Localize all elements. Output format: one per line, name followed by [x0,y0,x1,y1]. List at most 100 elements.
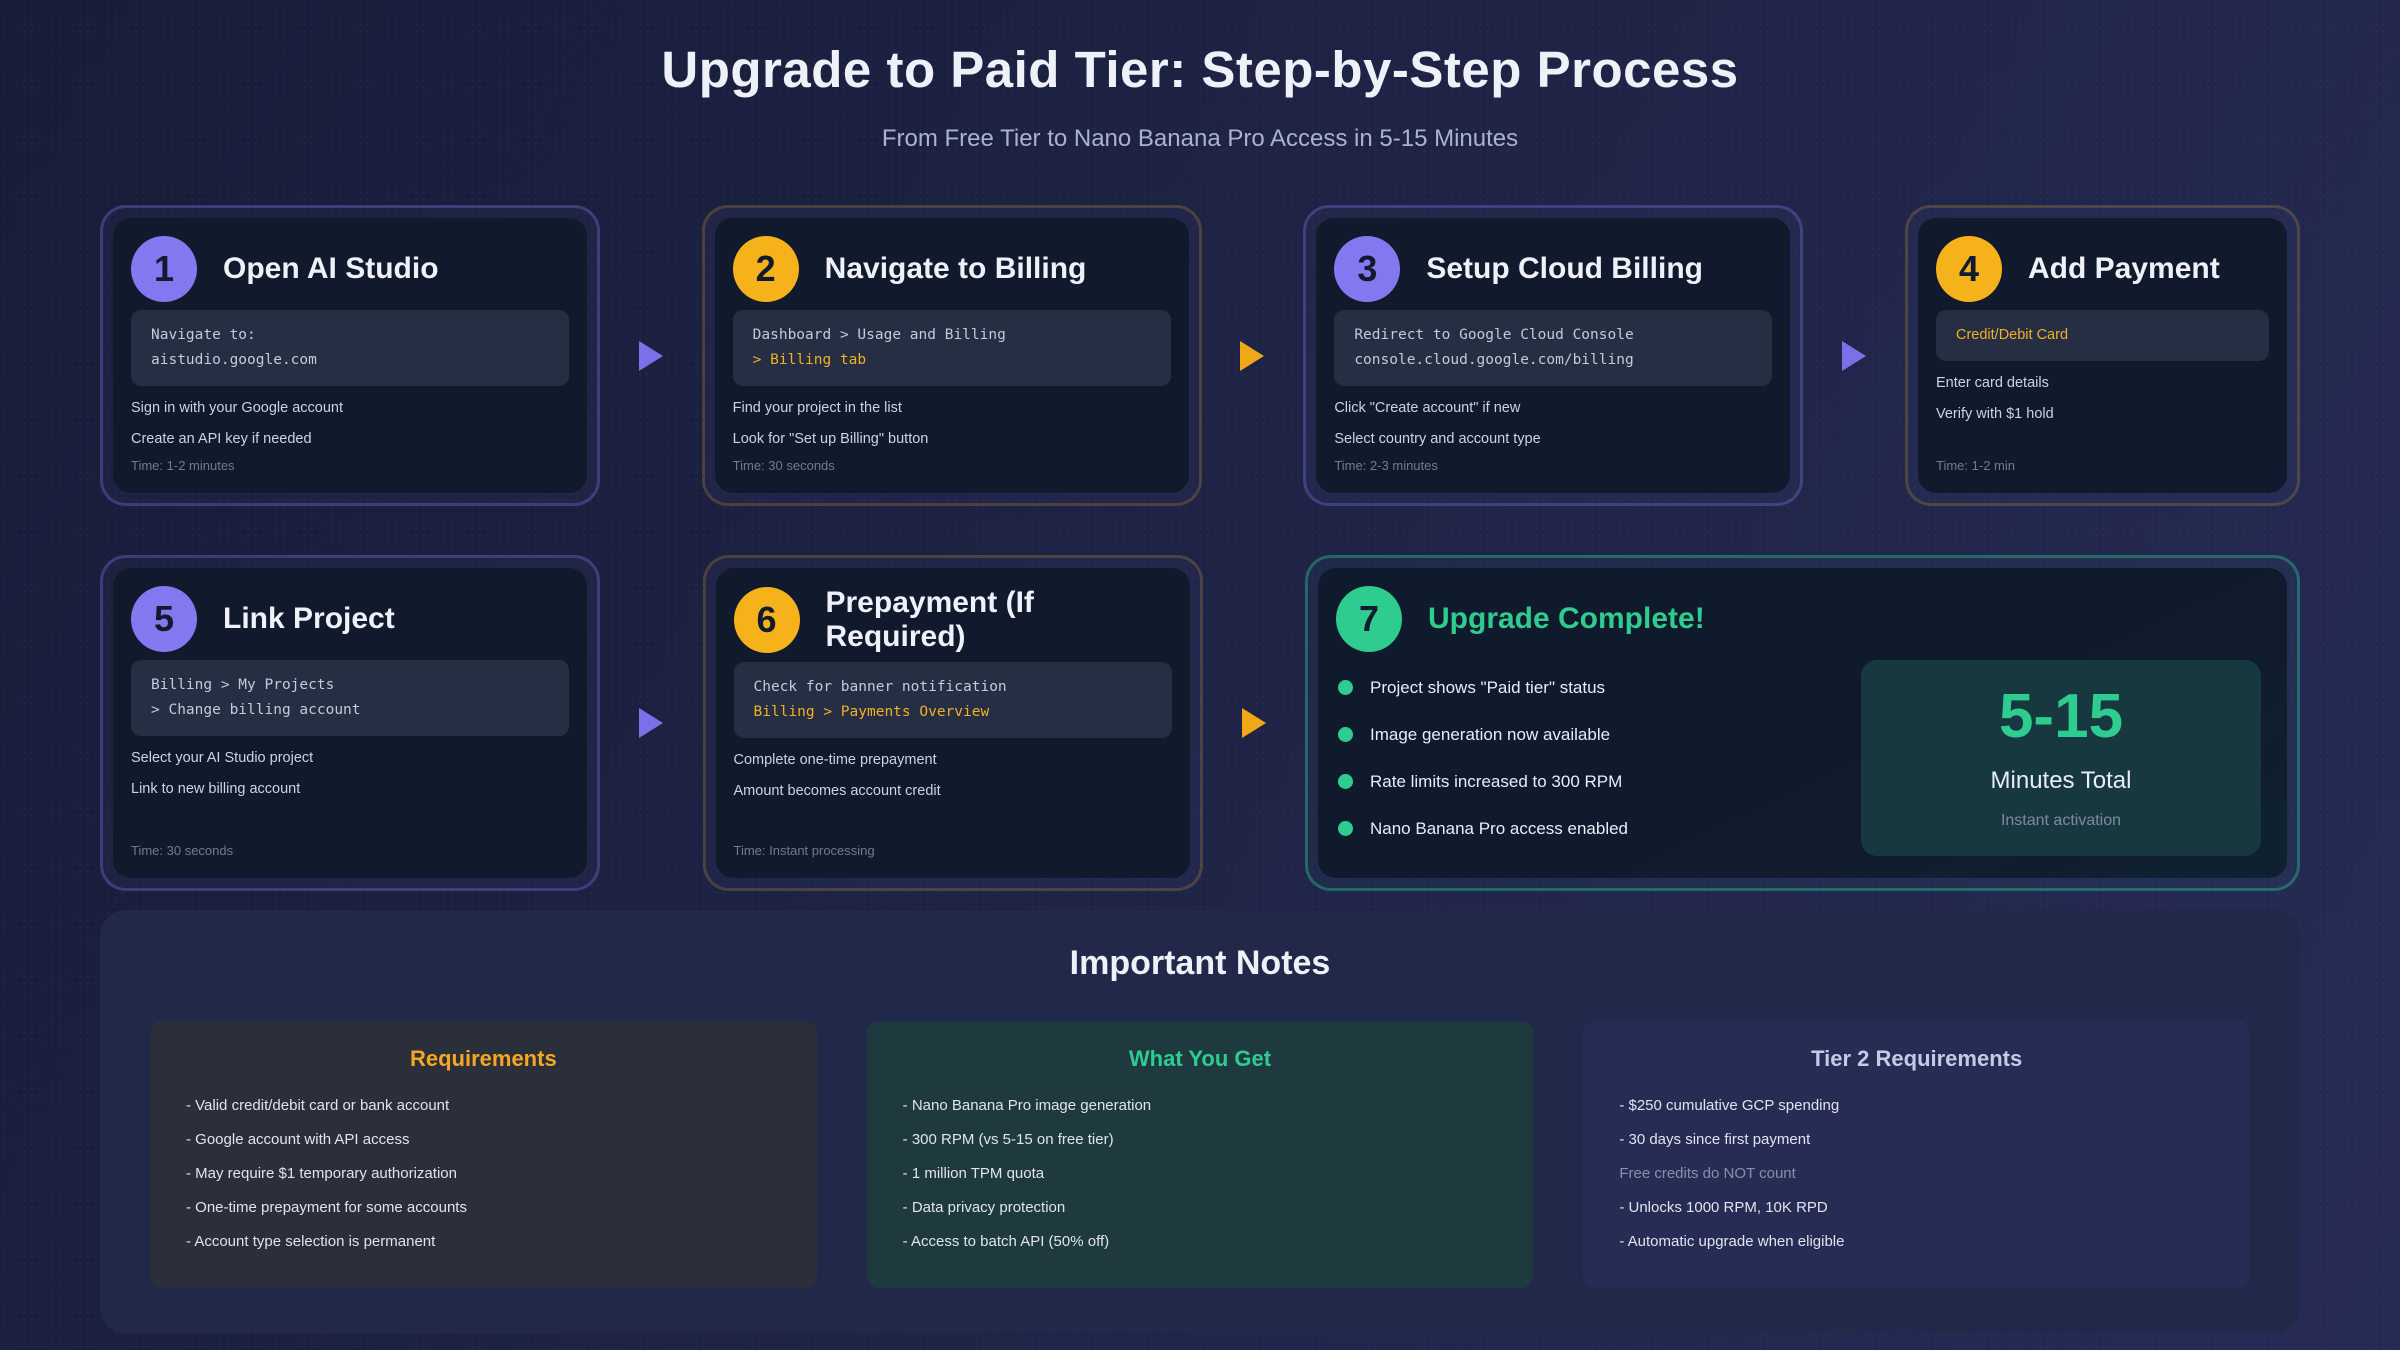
flow-arrow-right-icon [1240,340,1265,371]
step-1-number-badge: 1 [131,236,197,302]
step-4-code-block: Credit/Debit Card [1936,310,2269,361]
total-minutes-value: 5-15 [1998,682,2124,751]
notes-title: Important Notes [1069,944,1331,982]
bullet-dot-icon [1338,821,1353,837]
note-item: - Data privacy protection [902,1199,1066,1216]
arrow-cell [600,205,702,506]
flow-arrow-right-icon [638,340,663,371]
notes-card-what-you-get: What You Get - Nano Banana Pro image gen… [866,1021,1534,1288]
step-7-number: 7 [1358,598,1380,639]
notes-card-heading: Requirements [409,1046,557,1071]
bullet-dot-icon [1338,727,1353,743]
step-1-detail: Create an API key if needed [131,431,312,447]
step-5-number-badge: 5 [131,586,197,652]
arrow-cell [1803,205,1905,506]
step-4-header: 4 Add Payment [1936,236,2269,302]
total-minutes-label: Minutes Total [1990,767,2132,795]
flow-arrow-right-icon [1842,340,1867,371]
step-1-time: Time: 1-2 minutes [131,458,235,473]
step-4-number-badge: 4 [1936,236,2002,302]
page-title: Upgrade to Paid Tier: Step-by-Step Proce… [661,41,1739,98]
step-3-number-badge: 3 [1334,236,1401,302]
step-5-header: 5 Link Project [131,586,569,652]
notes-card-heading: Tier 2 Requirements [1811,1046,2023,1071]
checklist-item: Project shows "Paid tier" status [1338,678,1628,698]
step-card-3: 3 Setup Cloud Billing Redirect to Google… [1303,205,1804,506]
step-5-detail: Select your AI Studio project [131,750,314,766]
step-card-1: 1 Open AI Studio Navigate to: aistudio.g… [100,205,600,506]
note-item: - 30 days since first payment [1619,1131,1811,1148]
step-7-number-badge: 7 [1336,586,1402,652]
step-2-header: 2 Navigate to Billing [732,236,1171,302]
note-item: - Automatic upgrade when eligible [1619,1233,1845,1250]
code-line-highlighted: > Billing tab [752,352,867,368]
code-line: aistudio.google.com [151,352,317,368]
step-1-code-block: Navigate to: aistudio.google.com [131,310,569,386]
notes-card-requirements: Requirements - Valid credit/debit card o… [150,1021,817,1288]
notes-grid: Requirements - Valid credit/debit card o… [150,1021,2250,1288]
step-3-header: 3 Setup Cloud Billing [1334,236,1772,302]
total-time-panel: 5-15 Minutes Total Instant activation [1861,660,2261,857]
code-line-highlighted: Credit/Debit Card [1956,327,2069,343]
arrow-cell [1203,555,1306,891]
step-card-6: 6 Prepayment (If Required) Check for ban… [702,555,1203,892]
step-3-detail: Click "Create account" if new [1334,400,1521,416]
arrow-cell [1202,205,1304,506]
step-7-header: 7 Upgrade Complete! [1336,586,2269,652]
flow-arrow-right-icon [1241,708,1266,739]
code-line: Navigate to: [151,327,256,343]
step-2-detail: Find your project in the list [732,400,902,416]
note-item: - 1 million TPM quota [902,1165,1045,1182]
step-3-title: Setup Cloud Billing [1426,252,1703,285]
step-card-7-complete: 7 Upgrade Complete! Project shows "Paid … [1305,555,2300,892]
checklist-item: Nano Banana Pro access enabled [1338,819,1628,839]
bullet-dot-icon [1338,680,1353,696]
step-6-code-block: Check for banner notification Billing > … [733,662,1172,738]
note-item: - Google account with API access [186,1131,410,1148]
step-6-header: 6 Prepayment (If Required) [733,586,1172,654]
step-card-2: 2 Navigate to Billing Dashboard > Usage … [701,205,1202,506]
step-5-time: Time: 30 seconds [131,843,234,859]
step-4-number: 4 [1958,248,1980,289]
step-5-title: Link Project [223,602,395,635]
checklist-text: Nano Banana Pro access enabled [1370,818,1629,838]
code-line: Billing > My Projects [151,677,335,693]
code-line-highlighted: Billing > Payments Overview [753,704,990,720]
flow-row-2: 5 Link Project Billing > My Projects > C… [100,555,2300,892]
step-1-detail: Sign in with your Google account [131,400,343,416]
note-item: - One-time prepayment for some accounts [186,1199,467,1216]
step-7-body: Project shows "Paid tier" status Image g… [1336,660,2269,866]
bullet-dot-icon [1338,774,1353,790]
step-5-number: 5 [153,598,175,639]
step-card-4: 4 Add Payment Credit/Debit Card Enter ca… [1905,205,2300,506]
step-6-time: Time: Instant processing [733,843,875,859]
code-line: Dashboard > Usage and Billing [752,327,1006,343]
note-item-muted: Free credits do NOT count [1619,1165,1796,1182]
note-item: - May require $1 temporary authorization [186,1165,457,1182]
step-2-code-block: Dashboard > Usage and Billing > Billing … [732,310,1171,386]
code-line: console.cloud.google.com/billing [1354,352,1634,368]
step-6-number-badge: 6 [733,587,800,653]
note-item: - Nano Banana Pro image generation [902,1097,1152,1114]
note-item: - 300 RPM (vs 5-15 on free tier) [902,1131,1114,1148]
step-3-time: Time: 2-3 minutes [1334,458,1438,473]
step-7-title: Upgrade Complete! [1428,602,1705,635]
header: Upgrade to Paid Tier: Step-by-Step Proce… [0,0,2400,153]
important-notes-panel: Important Notes Requirements - Valid cre… [100,910,2300,1333]
notes-card-heading: What You Get [1128,1046,1272,1071]
checklist-item: Rate limits increased to 300 RPM [1338,772,1628,792]
total-activation-note: Instant activation [2000,812,2122,830]
step-2-detail: Look for "Set up Billing" button [732,431,929,447]
step-1-header: 1 Open AI Studio [131,236,569,302]
step-4-detail: Enter card details [1936,375,2049,391]
note-item: - Access to batch API (50% off) [902,1233,1110,1250]
step-1-number: 1 [153,248,175,289]
page-subtitle: From Free Tier to Nano Banana Pro Access… [881,125,1519,152]
notes-card-tier2-requirements: Tier 2 Requirements - $250 cumulative GC… [1583,1021,2250,1288]
step-4-time: Time: 1-2 min [1936,458,2015,473]
note-item: - $250 cumulative GCP spending [1619,1097,1840,1114]
step-5-detail: Link to new billing account [131,781,301,797]
note-item: - Valid credit/debit card or bank accoun… [186,1097,450,1114]
step-6-detail: Complete one-time prepayment [733,752,937,768]
arrow-cell [600,555,703,891]
